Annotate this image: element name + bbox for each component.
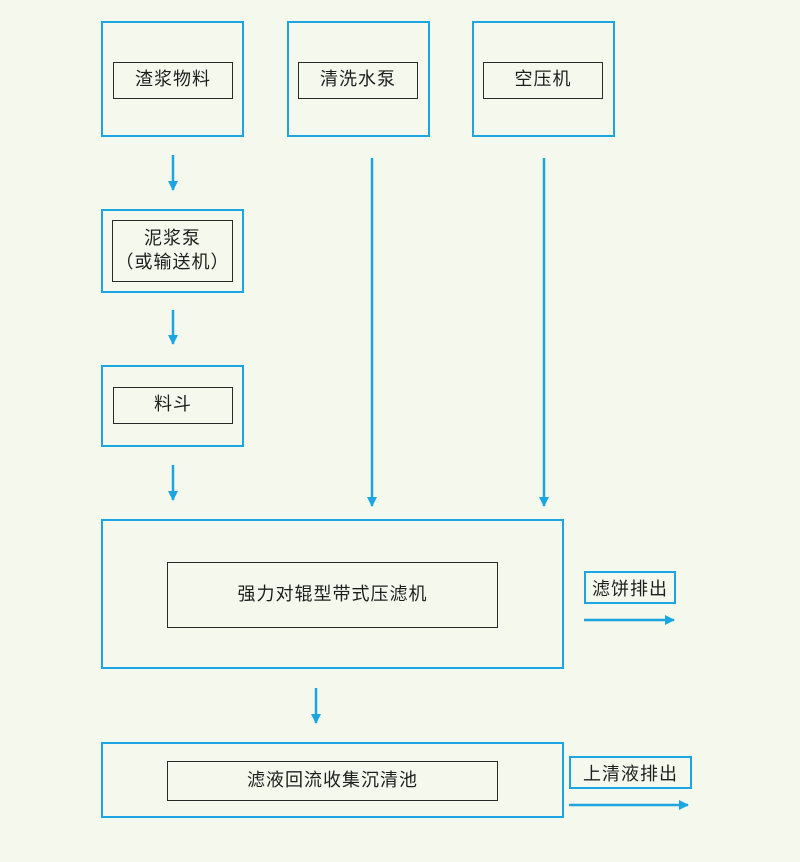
mud-pump-label: 泥浆泵 （或输送机） [112, 220, 233, 282]
mud-pump-text-line1: 泥浆泵 [144, 227, 201, 249]
slag-material-text: 渣浆物料 [135, 69, 211, 91]
hopper-label: 料斗 [113, 387, 233, 424]
filtrate-tank-label: 滤液回流收集沉清池 [167, 761, 498, 801]
cake-discharge-label: 滤饼排出 [584, 571, 676, 604]
cake-discharge-text: 滤饼排出 [592, 578, 668, 600]
air-compressor-label: 空压机 [483, 62, 603, 99]
hopper-text: 料斗 [154, 394, 192, 416]
air-compressor-text: 空压机 [514, 69, 572, 91]
wash-pump-text: 清洗水泵 [320, 69, 396, 91]
slag-material-label: 渣浆物料 [113, 62, 233, 99]
mud-pump-text-line2: （或输送机） [115, 252, 230, 273]
filtrate-tank-text: 滤液回流收集沉清池 [247, 769, 418, 791]
wash-pump-label: 清洗水泵 [298, 62, 418, 99]
clear-discharge-label: 上清液排出 [569, 756, 692, 789]
clear-discharge-text: 上清液排出 [583, 763, 678, 785]
belt-filter-press-text: 强力对辊型带式压滤机 [237, 583, 428, 605]
belt-filter-press-label: 强力对辊型带式压滤机 [167, 562, 498, 628]
